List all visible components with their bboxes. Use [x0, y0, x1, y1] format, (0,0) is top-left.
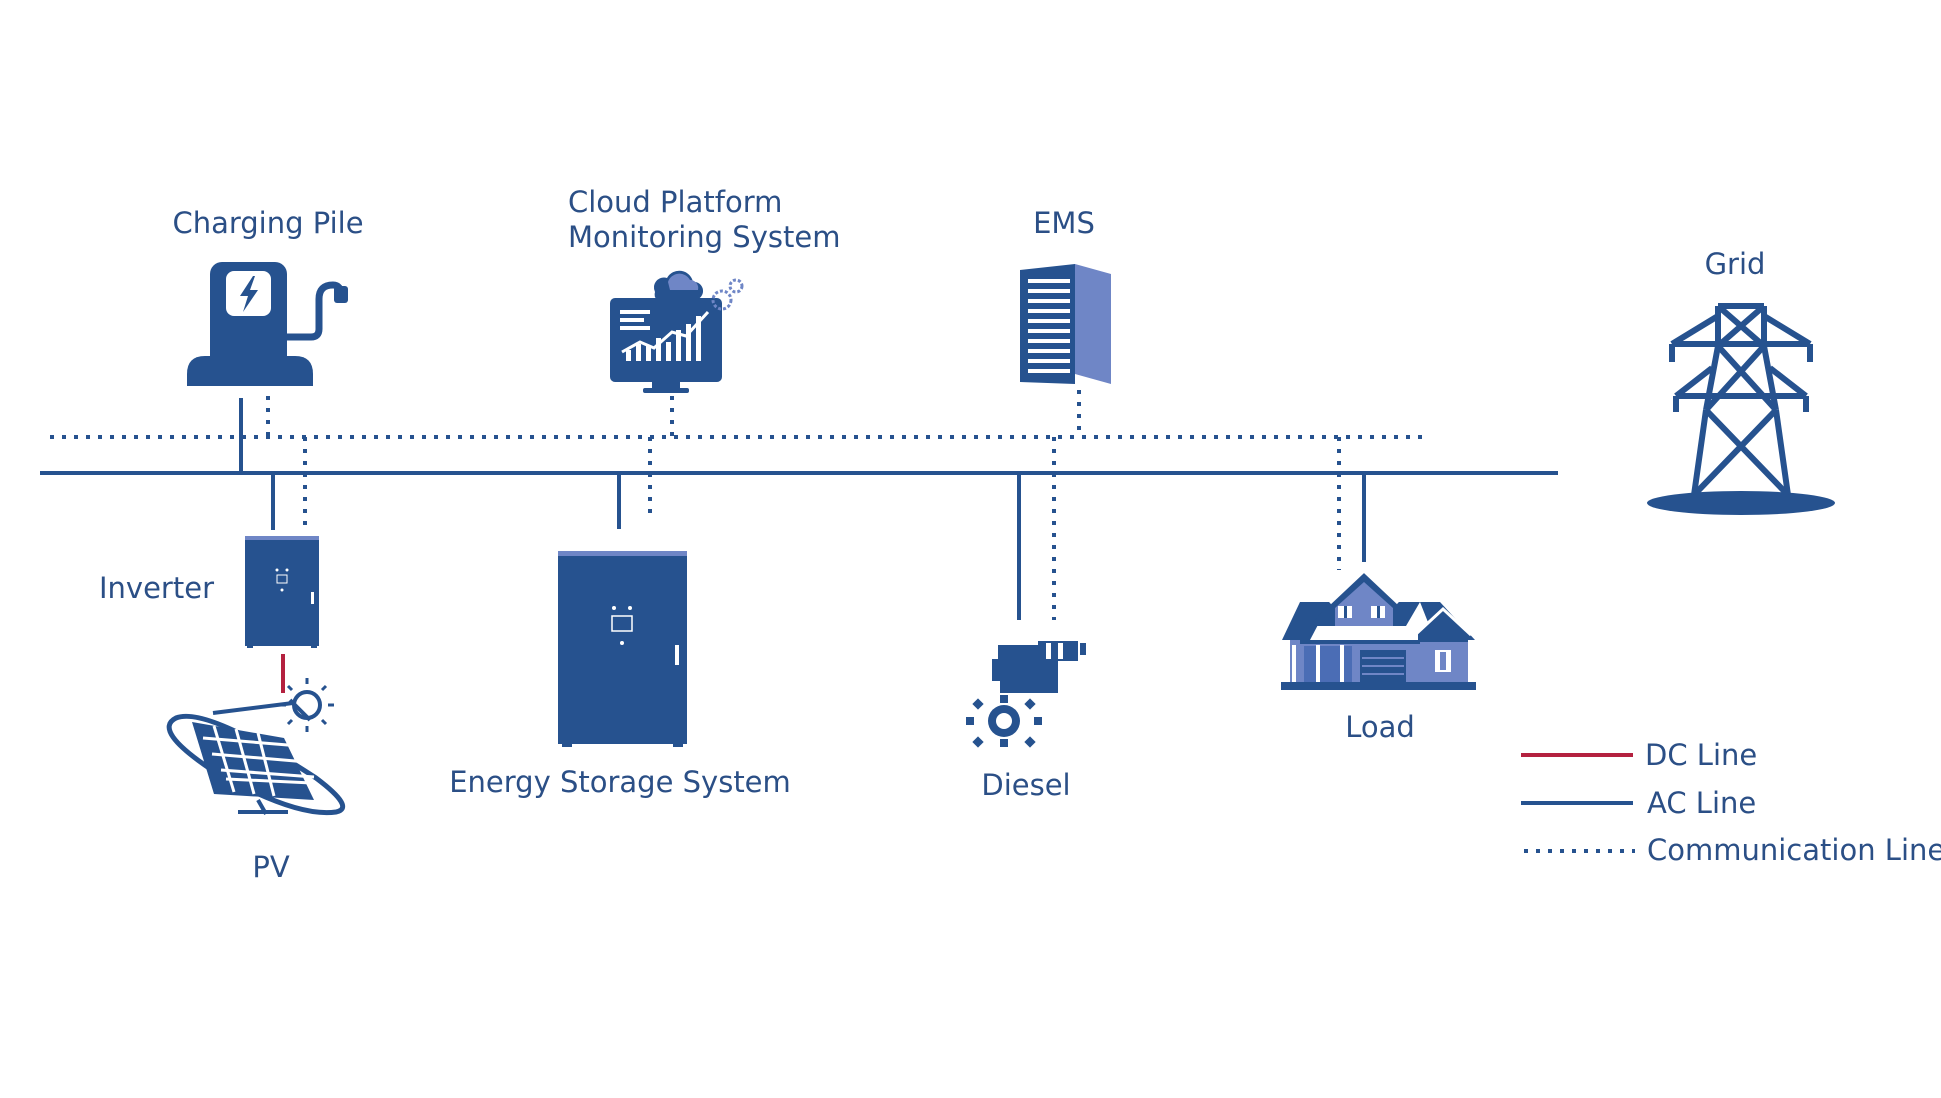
- inverter-label: Inverter: [99, 571, 214, 605]
- grid-label: Grid: [1705, 247, 1766, 281]
- solar-panel-icon: [166, 678, 346, 816]
- ems-label: EMS: [1033, 206, 1095, 240]
- diesel-generator-icon: [966, 641, 1086, 748]
- cloud-platform-label-line1: Cloud Platform: [568, 185, 782, 219]
- battery-cabinet-icon: [558, 551, 687, 747]
- charging-pile-label: Charging Pile: [172, 206, 363, 240]
- legend-comm-label: Communication Line: [1647, 833, 1941, 867]
- cloud-monitor-icon: [610, 270, 744, 393]
- house-icon: [1281, 568, 1476, 690]
- legend: DC Line AC Line Communication Line: [1521, 738, 1941, 867]
- cloud-platform-label-line2: Monitoring System: [568, 220, 840, 254]
- pv-label: PV: [252, 850, 289, 884]
- diesel-label: Diesel: [981, 768, 1070, 802]
- ev-charger-icon: [187, 262, 348, 386]
- transmission-tower-icon: [1647, 303, 1835, 515]
- load-label: Load: [1345, 710, 1415, 744]
- inverter-cabinet-icon: [245, 536, 319, 648]
- energy-storage-label: Energy Storage System: [449, 765, 791, 799]
- server-rack-icon: [1020, 264, 1111, 384]
- legend-dc-label: DC Line: [1645, 738, 1757, 772]
- legend-ac-label: AC Line: [1647, 786, 1756, 820]
